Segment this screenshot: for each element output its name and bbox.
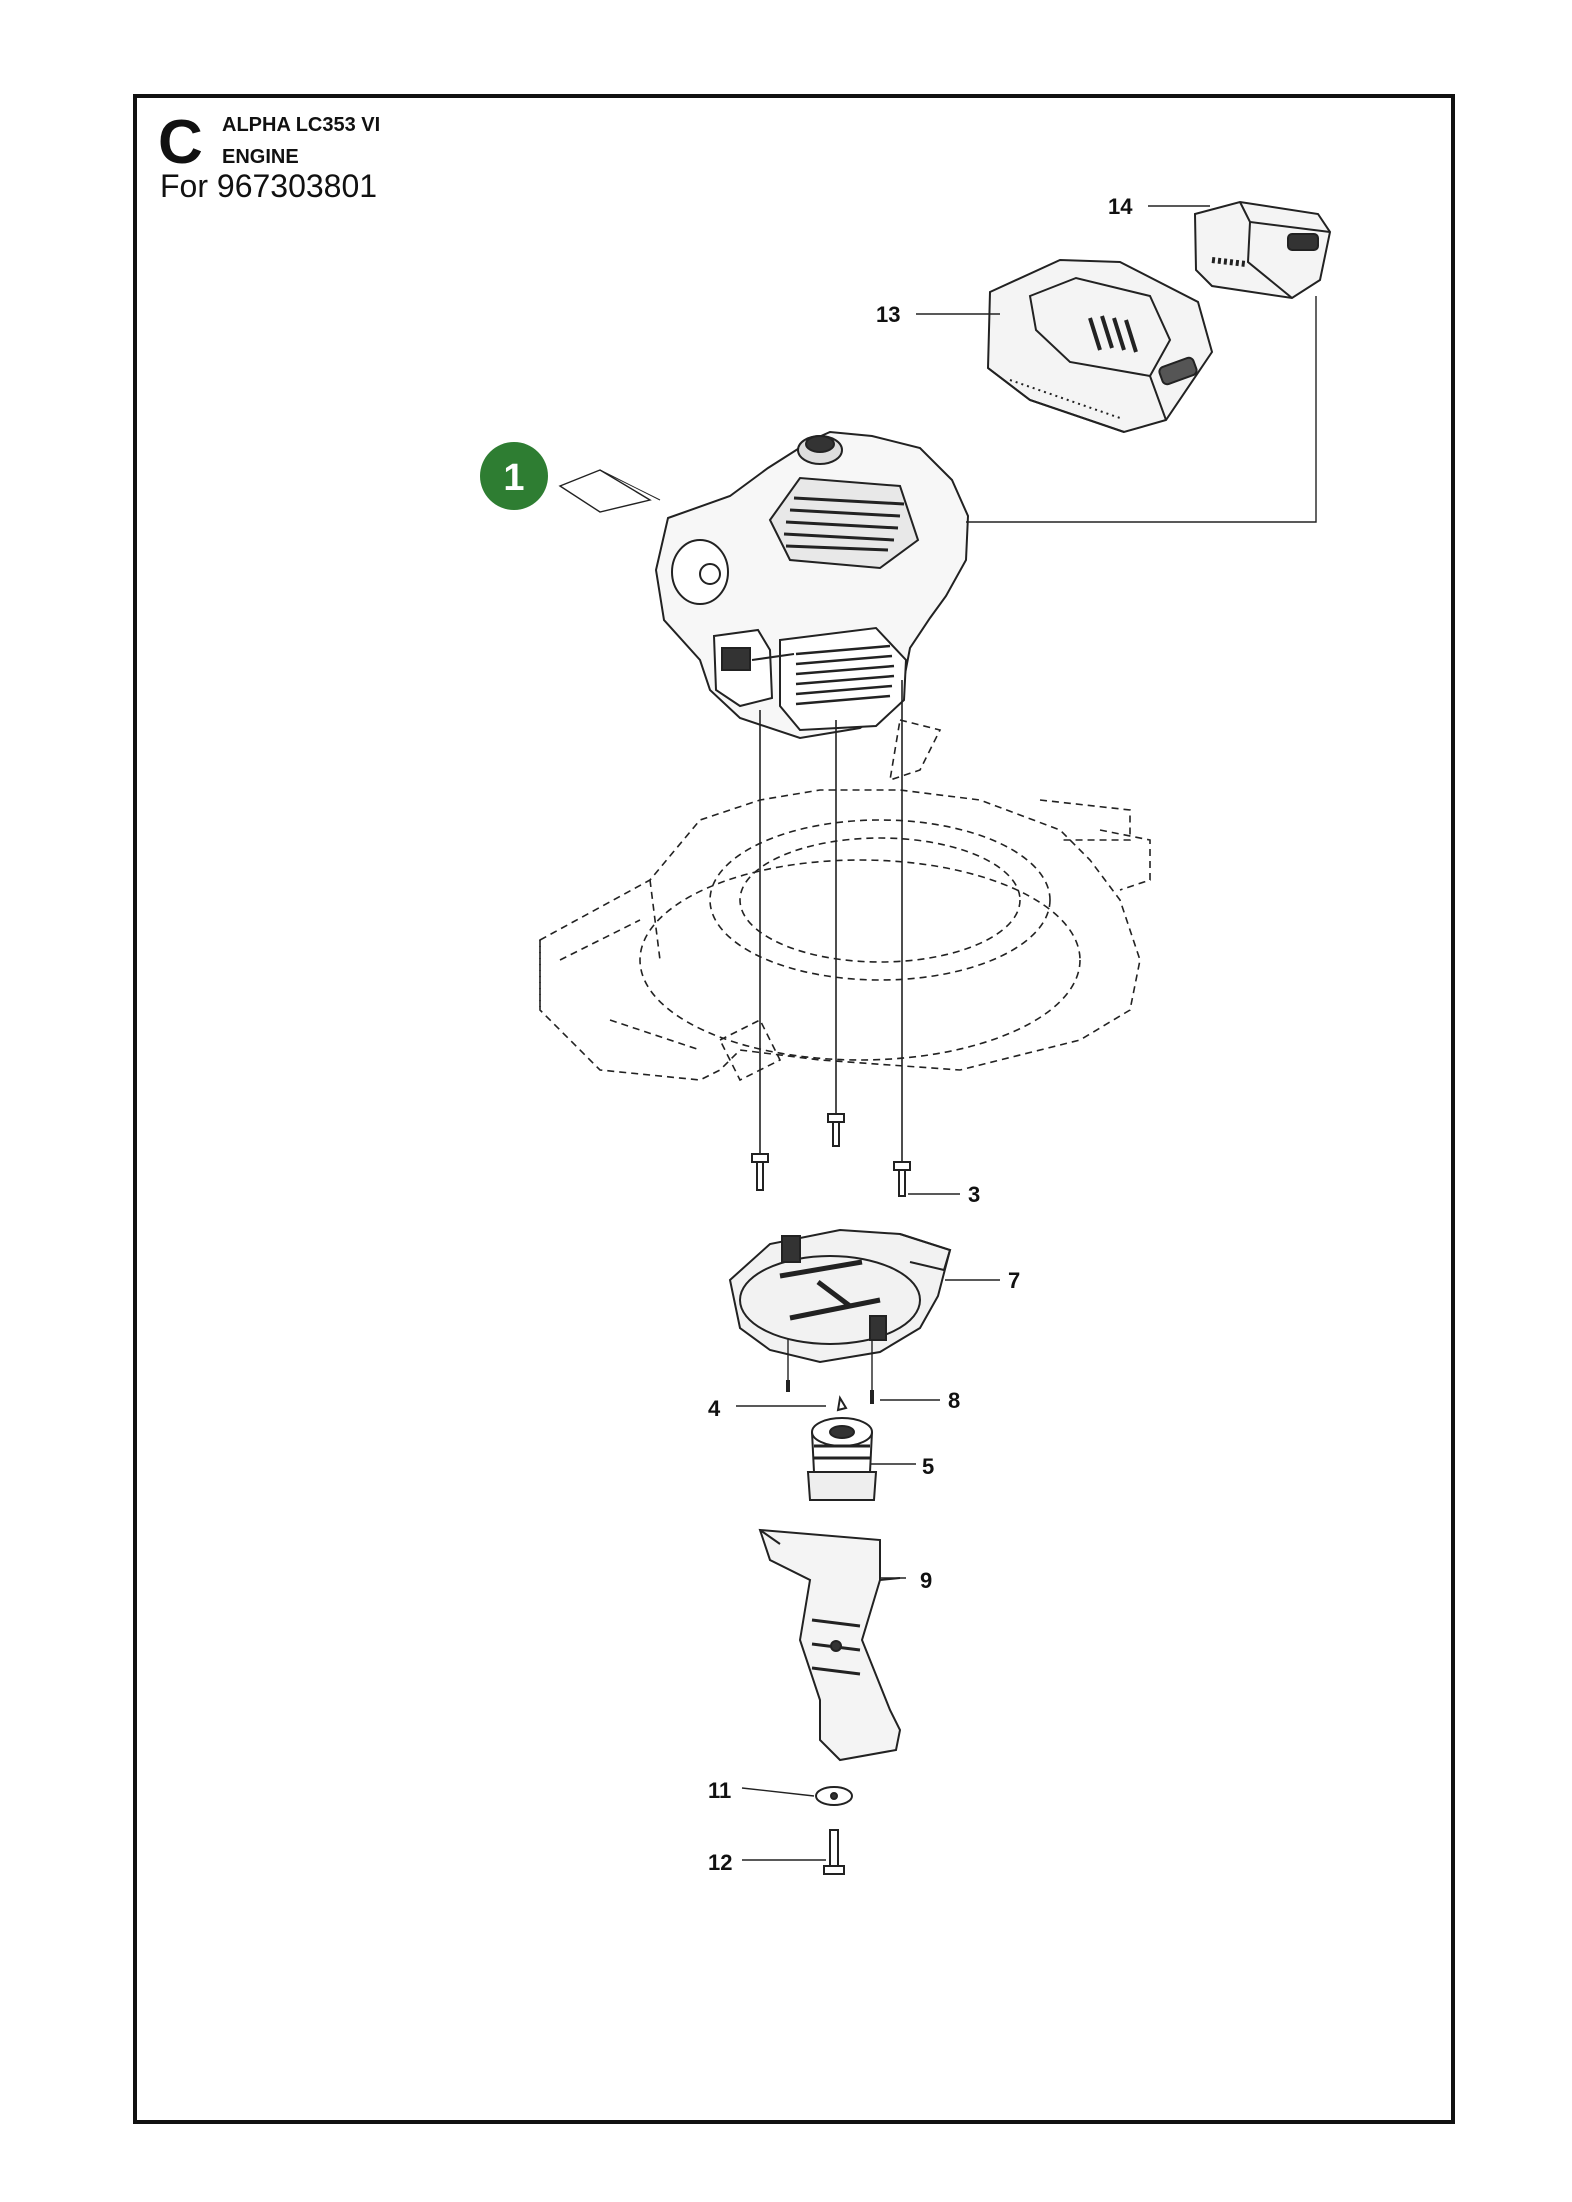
callout-5: 5: [922, 1454, 934, 1479]
section-name: ENGINE: [222, 146, 299, 168]
key-part: [836, 1395, 848, 1412]
for-part-number: For 967303801: [160, 168, 378, 204]
callout-13: 13: [876, 302, 900, 327]
part-1-badge: [480, 442, 548, 510]
callout-14: 14: [1108, 194, 1133, 219]
callout-12: 12: [708, 1850, 732, 1875]
battery-illustration: [1193, 200, 1332, 300]
callout-7: 7: [1008, 1268, 1020, 1293]
part-1-badge-label: 1: [503, 457, 524, 499]
callout-9: 9: [920, 1568, 932, 1593]
callout-11: 11: [708, 1778, 731, 1803]
engine-illustration: [654, 430, 970, 740]
mower-deck-outline: [539, 719, 1151, 1082]
bolt-parts: [751, 1113, 911, 1197]
blade-bolt-part: [823, 1829, 845, 1875]
callout-4: 4: [708, 1396, 721, 1421]
section-letter: C: [158, 108, 203, 177]
page-frame: [133, 94, 1455, 2124]
callout-8: 8: [948, 1388, 960, 1413]
model-name: ALPHA LC353 VI: [222, 114, 381, 136]
blade-adapter-illustration: [806, 1417, 878, 1501]
blade-illustration: [758, 1528, 902, 1762]
charger-illustration: [986, 258, 1214, 434]
callout-leaders: [558, 205, 1317, 1861]
callout-3: 3: [968, 1182, 980, 1207]
motor-plate-illustration: [728, 1228, 952, 1364]
